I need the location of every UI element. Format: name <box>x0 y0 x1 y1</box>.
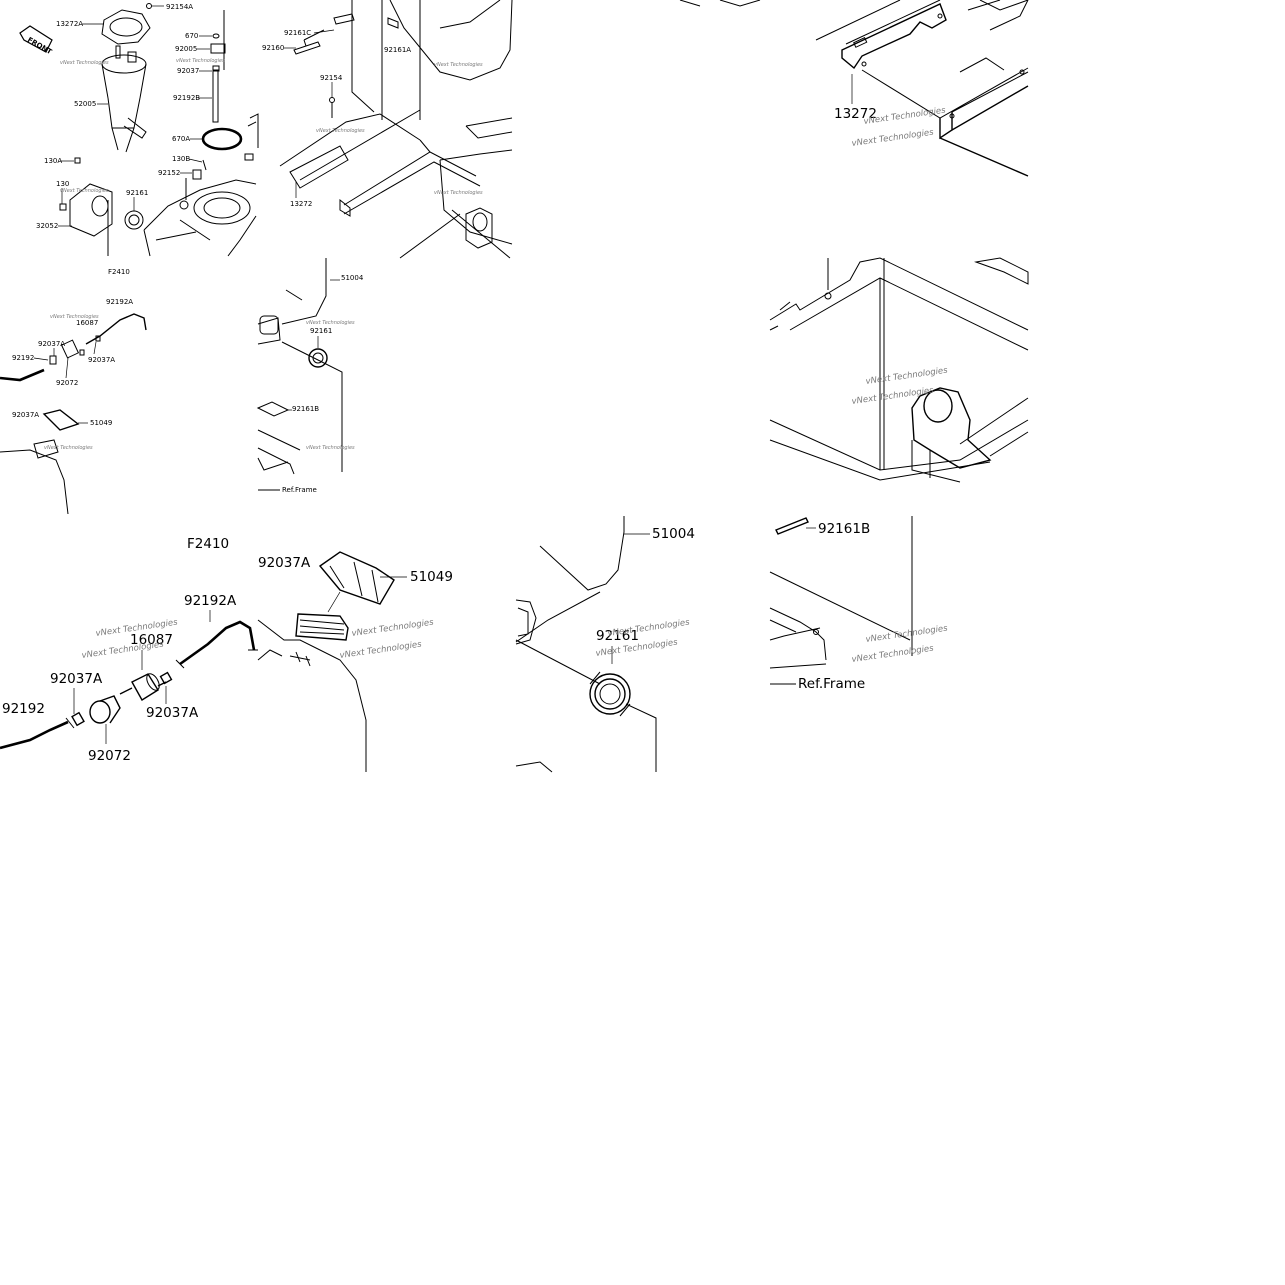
fuel-filter-16087 <box>119 673 167 701</box>
joint-92072 <box>89 695 121 724</box>
callout-92160: 92160 <box>262 44 284 52</box>
callout-92154A: 92154A <box>166 3 193 11</box>
callout-92192A-small: 92192A <box>106 298 133 306</box>
callout-130A: 130A <box>44 157 62 165</box>
watermark: vNext Technologies <box>607 617 691 638</box>
callout-92192-small: 92192 <box>12 354 34 362</box>
callout-92161-large: 92161 <box>596 628 639 644</box>
callout-ref-frame-small: Ref.Frame <box>282 486 317 494</box>
callout-92192B: 92192B <box>173 94 200 102</box>
callout-92037A-large-a: 92037A <box>258 555 311 571</box>
watermark: vNext Technologies <box>339 639 423 660</box>
callout-92161B-small: 92161B <box>292 405 319 413</box>
watermark: vNext Technologies <box>865 365 949 386</box>
fuel-pump-assembly <box>101 45 147 153</box>
panel-bottom-right: 92161B Ref.Frame vNext Technologies vNex… <box>769 516 949 692</box>
callout-92005: 92005 <box>175 45 197 53</box>
callout-F2410-small: F2410 <box>108 268 130 276</box>
watermark: vNext Technologies <box>50 314 99 320</box>
callout-670A: 670A <box>172 135 190 143</box>
watermark: vNext Technologies <box>60 60 109 66</box>
callout-92037A-small-c: 92037A <box>12 411 39 419</box>
callout-13272A: 13272A <box>56 20 83 28</box>
callout-F2410-large: F2410 <box>187 536 229 552</box>
callout-16087-large: 16087 <box>130 632 173 648</box>
callout-92161-small: 92161 <box>310 327 332 335</box>
callout-92037A-large-c: 92037A <box>50 671 103 687</box>
hose-92192 <box>0 720 69 750</box>
callout-92154: 92154 <box>320 74 343 82</box>
callout-92161A: 92161A <box>384 46 411 54</box>
panel-top-left: FRONT <box>19 0 513 276</box>
callout-92192A-large: 92192A <box>184 593 237 609</box>
callout-92037A-large-b: 92037A <box>146 705 199 721</box>
callout-130B: 130B <box>172 155 190 163</box>
watermark: vNext Technologies <box>851 385 935 406</box>
callout-13272-large: 13272 <box>834 106 877 122</box>
watermark: vNext Technologies <box>306 445 355 451</box>
watermark: vNext Technologies <box>316 128 365 134</box>
panel-mid-right: vNext Technologies vNext Technologies <box>769 257 1029 483</box>
callout-670: 670 <box>185 32 198 40</box>
callout-52005: 52005 <box>74 100 96 108</box>
panel-mid-left: 92192A 16087 92037A 92192 92037A 92072 9… <box>0 298 147 515</box>
grommet-small <box>308 348 328 368</box>
callout-51004-large: 51004 <box>652 526 695 542</box>
panel-mid-center: 51004 92161 92161B Ref.Frame vNext Techn… <box>256 258 364 494</box>
callout-92192-large: 92192 <box>2 701 45 717</box>
callout-92152: 92152 <box>158 169 180 177</box>
callout-16087-small: 16087 <box>76 319 98 327</box>
hose-92192A <box>179 620 256 666</box>
callout-51004-small: 51004 <box>341 274 364 282</box>
callout-51049-small: 51049 <box>90 419 112 427</box>
callout-92037A-small-a: 92037A <box>88 356 115 364</box>
pad-92161B <box>775 517 809 535</box>
front-arrow-badge: FRONT <box>19 25 53 56</box>
watermark: vNext Technologies <box>865 623 949 644</box>
frame-assembly-top <box>279 0 513 259</box>
frame-rail-13272 <box>841 3 947 70</box>
callout-92072-large: 92072 <box>88 748 131 764</box>
watermark: vNext Technologies <box>851 127 935 148</box>
watermark: vNext Technologies <box>434 62 483 68</box>
watermark: vNext Technologies <box>351 617 435 638</box>
callout-92161C: 92161C <box>284 29 311 37</box>
watermark: vNext Technologies <box>60 188 109 194</box>
callout-92161-a: 92161 <box>126 189 148 197</box>
watermark: vNext Technologies <box>434 190 483 196</box>
callout-92037: 92037 <box>177 67 199 75</box>
grommet-92161 <box>589 671 631 717</box>
watermark: vNext Technologies <box>851 643 935 664</box>
watermark: vNext Technologies <box>44 445 93 451</box>
callout-32052: 32052 <box>36 222 58 230</box>
panel-bottom-left: F2410 92037A 51049 92192A 16087 92037A <box>0 536 453 772</box>
watermark: vNext Technologies <box>176 58 225 64</box>
gasket-plate <box>101 9 151 45</box>
fuel-cap-small <box>42 409 80 431</box>
seat-shell <box>389 0 513 81</box>
callout-92161B-large: 92161B <box>818 521 870 537</box>
watermark: vNext Technologies <box>81 639 165 660</box>
panel-top-right: 13272 vNext Technologies vNext Technolog… <box>679 0 1029 177</box>
o-ring <box>201 127 243 151</box>
callout-92072-small: 92072 <box>56 379 78 387</box>
watermark: vNext Technologies <box>306 320 355 326</box>
fuel-tank-outline <box>143 179 257 257</box>
callout-92037A-small-b: 92037A <box>38 340 65 348</box>
callout-ref-frame-large: Ref.Frame <box>798 676 865 692</box>
panel-bottom-center: 51004 92161 vNext Technologies vNext Tec… <box>515 516 695 773</box>
callout-13272-small: 13272 <box>290 200 312 208</box>
callout-130: 130 <box>56 180 69 188</box>
fuel-cap-51049 <box>318 551 395 605</box>
callout-51049-large: 51049 <box>410 569 453 585</box>
